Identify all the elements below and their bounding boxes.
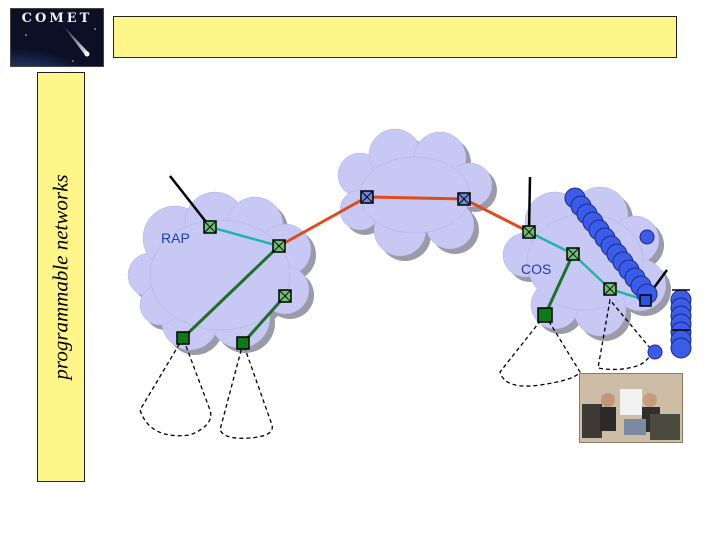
title-bar bbox=[113, 16, 677, 58]
tree-links bbox=[181, 244, 575, 344]
antenna-cos bbox=[527, 176, 532, 233]
base-station-1 bbox=[176, 331, 190, 345]
router-center-1 bbox=[360, 190, 374, 204]
label-cos: COS bbox=[521, 261, 551, 277]
backbone-link-center bbox=[366, 195, 465, 201]
coverage-cone-3 bbox=[499, 313, 581, 387]
tree-link-right bbox=[543, 253, 575, 316]
router-right-1 bbox=[566, 247, 580, 261]
mobile-host-trail bbox=[564, 187, 692, 359]
logo-text: COMET bbox=[21, 11, 93, 26]
sidebar: programmable networks bbox=[37, 72, 85, 482]
cloud-center bbox=[337, 128, 497, 261]
antenna-rap bbox=[169, 175, 211, 228]
tree-link-left-a bbox=[181, 244, 281, 340]
router-cos bbox=[522, 225, 536, 239]
backbone-link-right bbox=[463, 197, 530, 234]
coverage-cones bbox=[139, 298, 652, 439]
router-left-2 bbox=[278, 289, 292, 303]
coverage-cone-4 bbox=[597, 298, 652, 371]
comet-logo-art bbox=[11, 23, 98, 66]
base-stations bbox=[176, 294, 652, 350]
photo-art bbox=[580, 374, 682, 442]
access-link-rap bbox=[209, 225, 280, 248]
tree-link-left-b bbox=[241, 295, 287, 344]
photo-icon bbox=[579, 373, 683, 443]
coverage-cone-2 bbox=[219, 340, 273, 439]
backbone-link-left bbox=[278, 195, 368, 248]
backbone-links bbox=[278, 195, 530, 248]
router-left-1 bbox=[272, 239, 286, 253]
comet-logo: COMET bbox=[10, 8, 104, 67]
mobile-host bbox=[639, 229, 655, 245]
router-right-2 bbox=[603, 282, 617, 296]
access-link-cos-1 bbox=[528, 230, 574, 256]
label-rap: RAP bbox=[161, 230, 190, 246]
base-station-blue bbox=[639, 294, 652, 307]
router-center-2 bbox=[457, 192, 471, 206]
base-station-3 bbox=[537, 307, 553, 323]
cloud-left bbox=[127, 191, 316, 355]
base-station-2 bbox=[236, 336, 250, 350]
router-nodes bbox=[203, 190, 617, 303]
mobile-host-lower bbox=[647, 344, 663, 360]
router-rap bbox=[203, 220, 217, 234]
